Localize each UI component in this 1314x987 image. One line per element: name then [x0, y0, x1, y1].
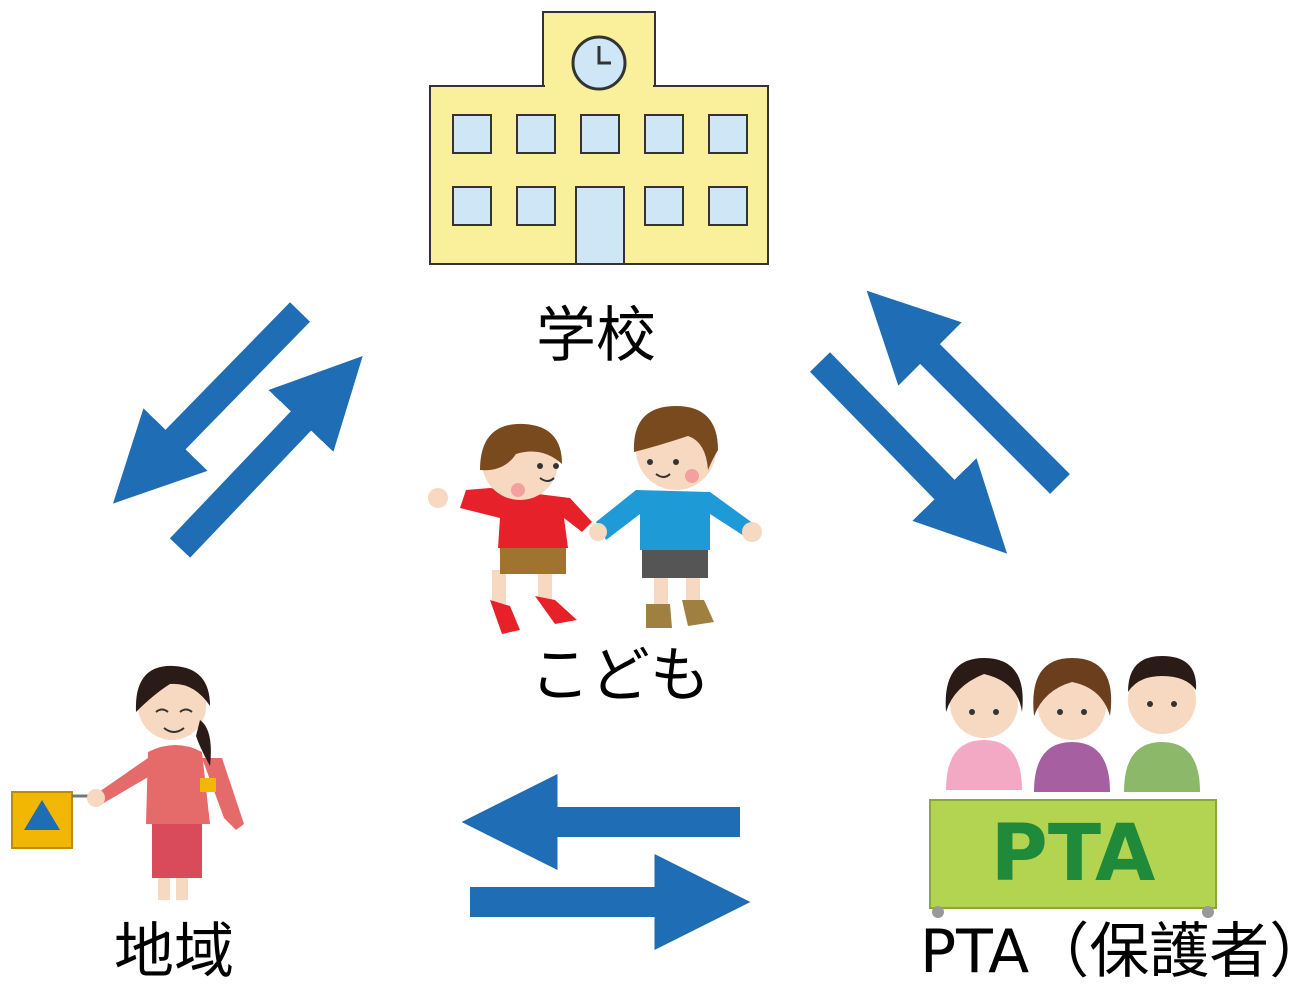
school-label: 学校	[536, 301, 656, 371]
arrow-to-school-right	[866, 290, 1070, 494]
arrow-to-school-left	[169, 356, 363, 558]
community-label: 地域	[114, 917, 234, 987]
crossing-flag-icon	[11, 791, 96, 849]
school-icon	[429, 11, 769, 265]
child-red-icon	[428, 423, 592, 634]
clock-icon	[571, 35, 627, 91]
community-icon	[11, 665, 244, 900]
arrow-to-community	[112, 302, 311, 504]
arrows-community-pta	[461, 773, 751, 951]
child-blue-icon	[589, 406, 762, 628]
pta-label: PTA（保護者）	[920, 917, 1314, 987]
children-label: こども	[530, 641, 710, 711]
arrow-to-pta	[809, 352, 1008, 554]
pta-banner-text: PTA	[991, 809, 1156, 899]
children-icon	[428, 406, 762, 634]
pta-icon: PTA	[929, 656, 1217, 918]
arrows-school-community	[112, 302, 363, 558]
arrows-school-pta	[809, 290, 1070, 554]
pta-banner	[929, 799, 1217, 909]
school-windows	[452, 114, 748, 265]
school-door	[575, 186, 625, 265]
